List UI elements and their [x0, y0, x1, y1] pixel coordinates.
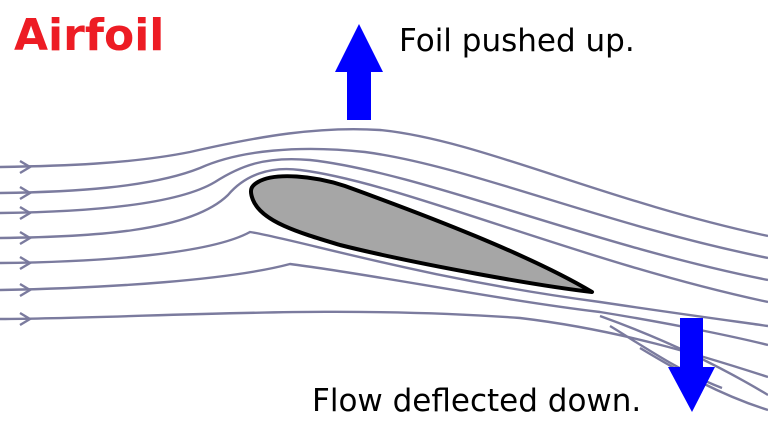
streamlines	[0, 127, 768, 412]
inflow-arrow-markers	[19, 159, 33, 327]
downwash-arrow	[668, 318, 715, 412]
flow-direction-chevron	[19, 185, 33, 201]
streamline	[0, 230, 768, 328]
flow-direction-chevron	[19, 255, 33, 271]
lift-arrow	[335, 24, 383, 120]
streamline	[0, 127, 768, 238]
airfoil-shape	[248, 174, 594, 294]
streamline	[0, 147, 768, 260]
flow-direction-chevron	[19, 230, 33, 246]
streamline	[0, 167, 768, 304]
lift-caption: Foil pushed up.	[399, 23, 635, 59]
streamline	[0, 157, 768, 282]
flow-direction-chevron	[19, 159, 33, 175]
streamline	[609, 324, 723, 390]
flow-direction-chevron	[19, 311, 33, 327]
downwash-caption: Flow deflected down.	[312, 383, 642, 419]
flow-direction-chevron	[19, 205, 33, 221]
streamline	[0, 262, 768, 347]
diagram-title: Airfoil	[14, 10, 165, 61]
flow-direction-chevron	[19, 282, 33, 298]
